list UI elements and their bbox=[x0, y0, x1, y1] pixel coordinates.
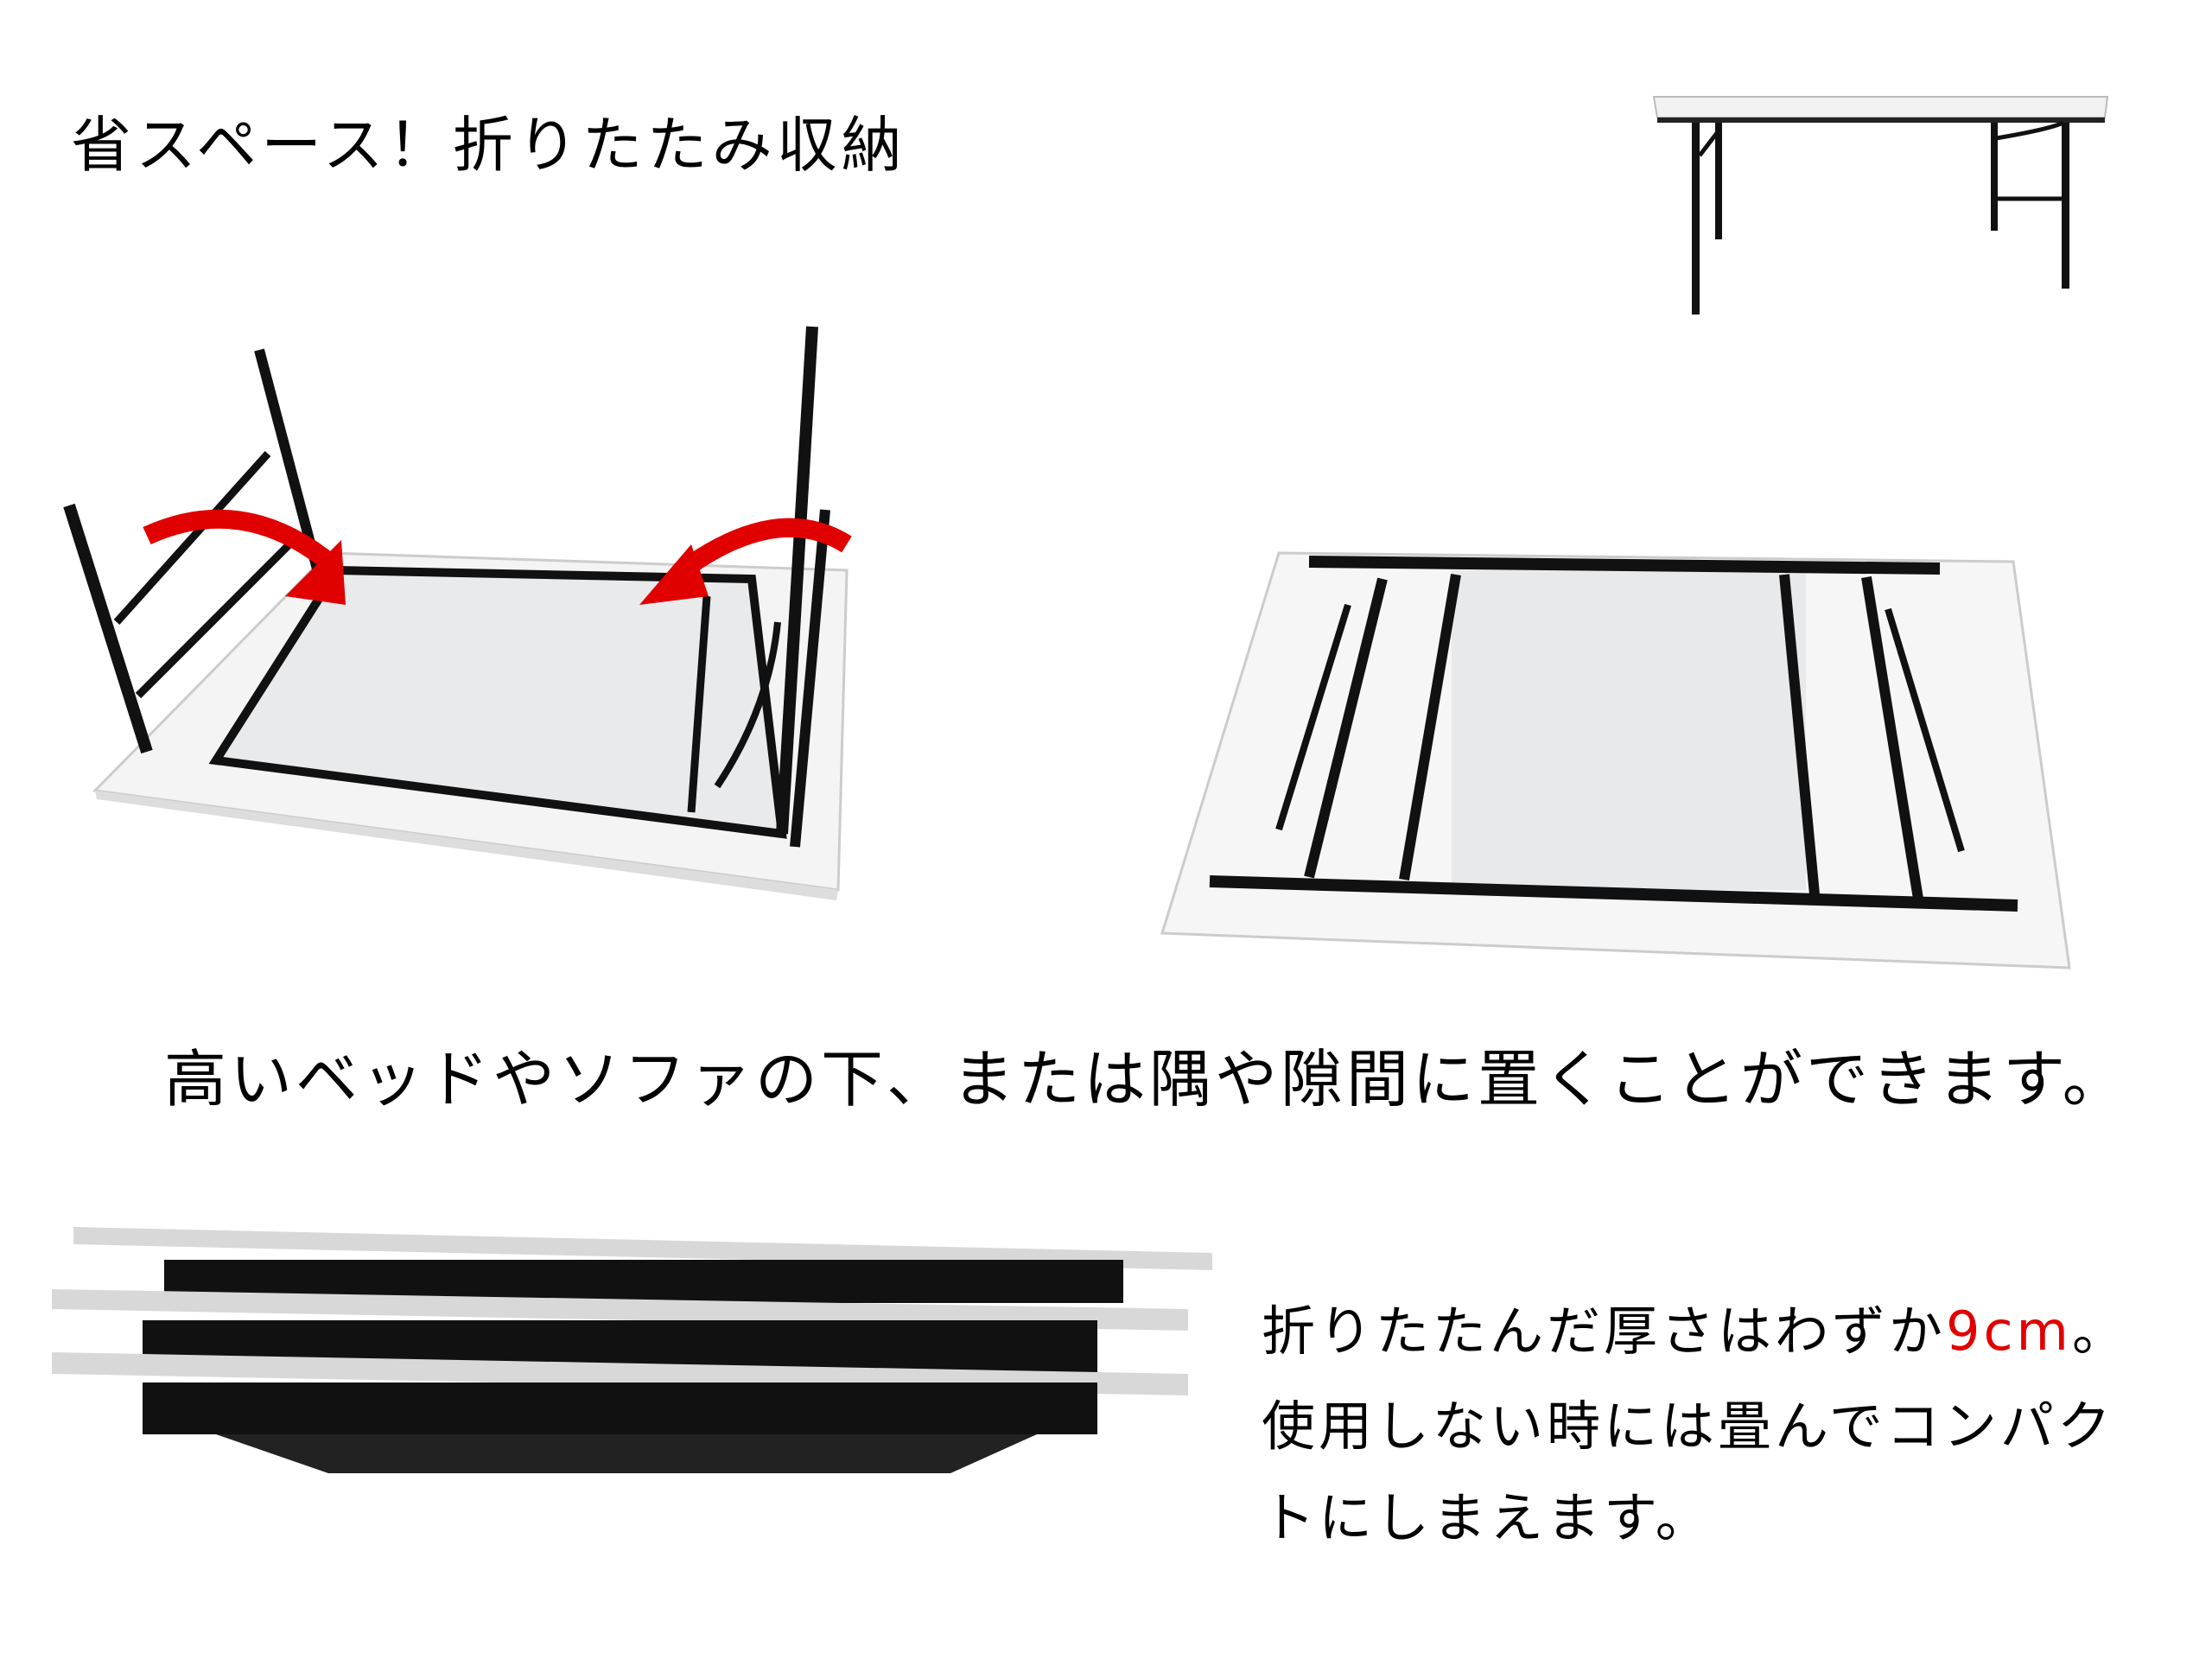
thickness-highlight: 9cm bbox=[1946, 1300, 2072, 1363]
page-heading: 省スペース！折りたたみ収納 bbox=[71, 110, 906, 181]
stacked-tables-image bbox=[52, 1227, 1212, 1473]
standing-table-image bbox=[1652, 96, 2109, 315]
folded-table-image bbox=[1160, 551, 2071, 969]
bottom-caption-line-3: トにしまえます。 bbox=[1262, 1486, 1713, 1549]
bottom-caption-line-2: 使用しない時には畳んでコンパク bbox=[1262, 1395, 2114, 1458]
caption-text: 折りたたんだ厚さはわずか bbox=[1262, 1300, 1947, 1363]
middle-caption: 高いベッドやソファの下、または隅や隙間に置くことができます。 bbox=[164, 1043, 2128, 1116]
upside-down-table-image bbox=[63, 326, 852, 900]
bottom-caption-line-1: 折りたたんだ厚さはわずか9cm。 bbox=[1262, 1287, 2129, 1365]
caption-text: 。 bbox=[2071, 1300, 2129, 1363]
